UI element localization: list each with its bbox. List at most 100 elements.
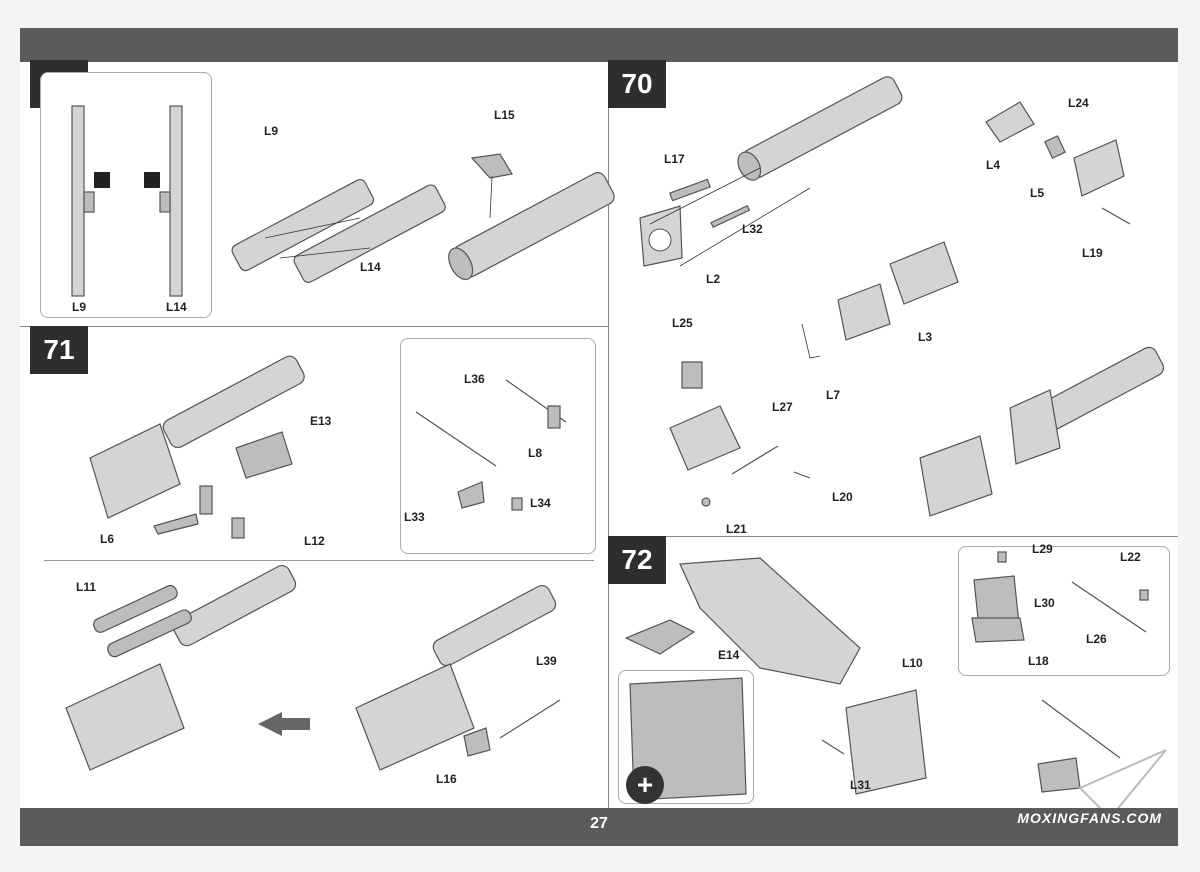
part-L32 <box>710 204 751 228</box>
step-number-70: 70 <box>608 60 666 108</box>
gun-assembly-step72 <box>679 557 861 685</box>
label-L33: L33 <box>404 510 425 524</box>
part-L33 <box>457 481 485 509</box>
part-L7 <box>801 323 821 359</box>
label-L16: L16 <box>436 772 457 786</box>
part-L15 <box>470 153 513 179</box>
top-band <box>20 28 1178 62</box>
label-E13: E13 <box>310 414 332 428</box>
bottom-band <box>20 808 1178 846</box>
label-L3: L3 <box>918 330 933 344</box>
label-L20: L20 <box>832 490 853 504</box>
magnify-plus-icon: + <box>626 766 664 804</box>
glue-icon-2 <box>144 172 160 188</box>
part-L22 <box>1139 589 1149 601</box>
label-L21: L21 <box>726 522 747 536</box>
label-E14: E14 <box>718 648 740 662</box>
barrel-side-view-L14 <box>169 105 183 297</box>
barrel-step71-lower <box>172 564 297 647</box>
label-L31: L31 <box>850 778 871 792</box>
label-L26: L26 <box>1086 632 1107 646</box>
part-L31 <box>821 739 845 755</box>
receiver-step71 <box>89 423 181 519</box>
barrel-step70 <box>742 76 903 179</box>
step-number-72: 72 <box>608 536 666 584</box>
label-L10: L10 <box>902 656 923 670</box>
label-L5: L5 <box>1030 186 1045 200</box>
step-number-71: 71 <box>30 326 88 374</box>
label-L17: L17 <box>664 152 685 166</box>
assembly-drawings <box>65 76 1167 820</box>
label-L2: L2 <box>706 272 721 286</box>
part-L10 <box>845 689 927 795</box>
part-L8 <box>547 405 561 429</box>
page-number: 27 <box>590 815 608 832</box>
label-L8: L8 <box>528 446 543 460</box>
assembly-direction-arrow-icon <box>258 712 310 736</box>
watermark-text: MOXINGFANS.COM <box>1017 810 1162 826</box>
barrel-step71-result <box>432 584 557 667</box>
label-L18: L18 <box>1028 654 1049 668</box>
part-L21 <box>701 497 711 507</box>
part-L20 <box>793 471 811 479</box>
part-L18 <box>971 617 1025 643</box>
label-L36: L36 <box>464 372 485 386</box>
label-L19: L19 <box>1082 246 1103 260</box>
label-L11: L11 <box>76 580 97 594</box>
label-L32: L32 <box>742 222 763 236</box>
label-side-L14: L14 <box>166 300 187 314</box>
part-L6-handle <box>199 485 213 515</box>
glue-icon <box>94 172 110 188</box>
part-E14 <box>624 619 696 655</box>
receiver-block <box>889 241 959 305</box>
divider-71-inner <box>44 560 594 561</box>
divider-70-72 <box>608 536 1178 537</box>
subassembly-rail <box>415 411 497 467</box>
label-L29: L29 <box>1032 542 1053 556</box>
barrel-half-L9 <box>231 178 375 272</box>
step69-side-view-box <box>40 72 212 318</box>
detail-view <box>629 677 747 801</box>
label-L12: L12 <box>304 534 325 548</box>
label-L15: L15 <box>494 108 515 122</box>
barrel-assembled <box>453 172 615 278</box>
part-L11 <box>93 584 178 633</box>
part-L39 <box>499 699 561 739</box>
label-L6: L6 <box>100 532 115 546</box>
step71-subassembly-box <box>400 338 596 554</box>
label-L39: L39 <box>536 654 557 668</box>
part-L27 <box>731 445 779 475</box>
watermark-logo-icon <box>1078 749 1167 820</box>
barrel-half-L14 <box>293 184 446 283</box>
part-E13 <box>235 431 293 479</box>
part-L4 <box>985 101 1035 143</box>
subassembly-step72-result <box>1041 699 1121 759</box>
label-L24: L24 <box>1068 96 1089 110</box>
divider-vertical-upper <box>608 62 609 546</box>
divider-69-71 <box>20 326 608 327</box>
receiver-housing-step70 <box>669 405 741 471</box>
part-L3 <box>837 283 891 341</box>
label-L30: L30 <box>1034 596 1055 610</box>
instruction-page: 69 70 71 72 <box>20 28 1178 846</box>
part-L24 <box>1044 135 1066 159</box>
part-L34 <box>511 497 523 511</box>
part-L29 <box>997 551 1007 563</box>
receiver-assembled-step70 <box>919 435 993 517</box>
label-side-L9: L9 <box>72 300 87 314</box>
label-L7: L7 <box>826 388 841 402</box>
part-L19 <box>1101 207 1131 225</box>
label-L27: L27 <box>772 400 793 414</box>
label-L9: L9 <box>264 124 279 138</box>
part-L6 <box>153 513 199 535</box>
label-L4: L4 <box>986 158 1001 172</box>
barrel-side-view-L9 <box>71 105 85 297</box>
part-L12 <box>231 517 245 539</box>
part-L25 <box>681 361 703 389</box>
part-L5 <box>1073 139 1125 197</box>
part-L26 <box>1071 581 1147 633</box>
barrel-step71 <box>162 355 305 449</box>
label-L25: L25 <box>672 316 693 330</box>
receiver-step71-result <box>355 663 475 771</box>
receiver-step71-lower <box>65 663 185 771</box>
